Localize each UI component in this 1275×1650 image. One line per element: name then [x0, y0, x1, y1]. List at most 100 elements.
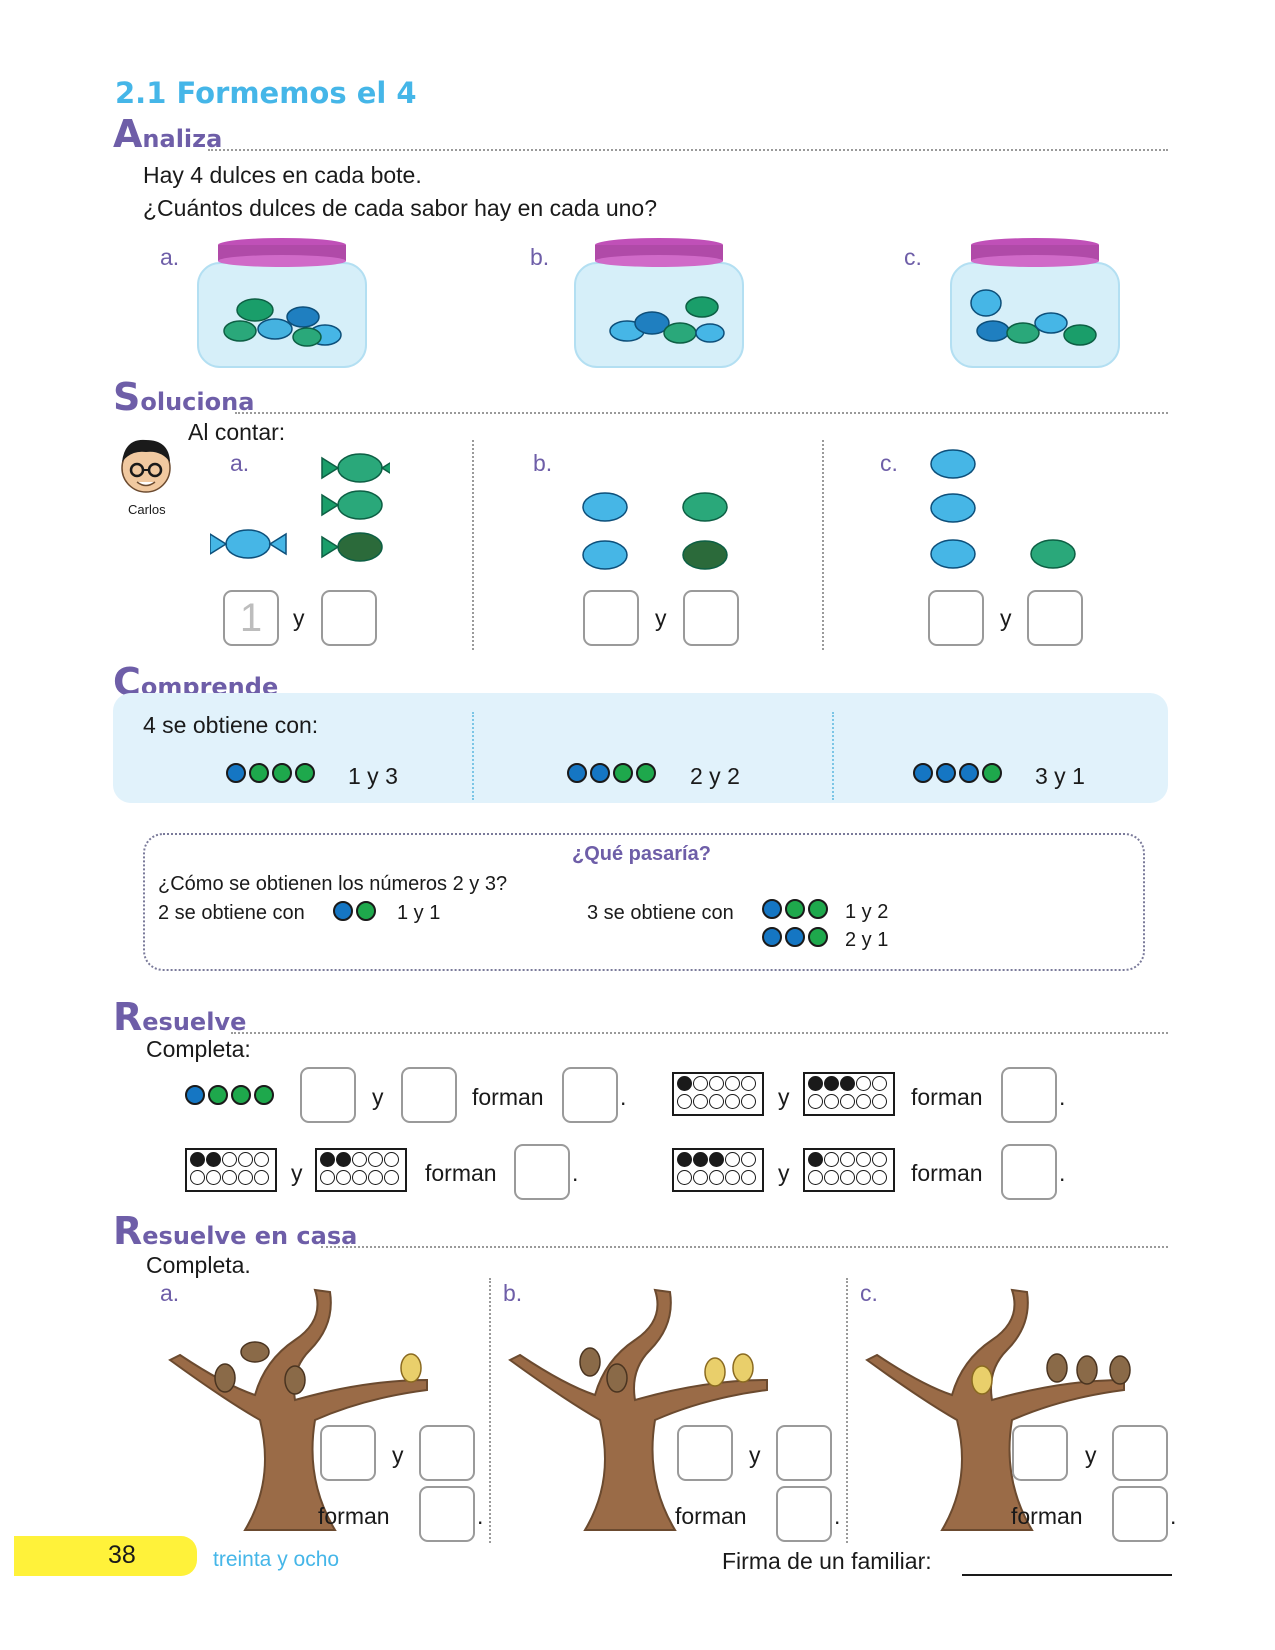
resuelve-box-3c[interactable] — [514, 1144, 570, 1200]
casa-box-a-3[interactable] — [419, 1486, 475, 1542]
tree-with-birds-a-icon — [168, 1288, 428, 1531]
two-combo-dots — [333, 901, 379, 921]
carlos-name: Carlos — [128, 502, 166, 517]
que-pasaria-heading: ¿Qué pasaría? — [572, 843, 711, 865]
candies-group-a-icon — [210, 453, 390, 562]
three-combo-2-text: 2 y 1 — [845, 929, 889, 951]
signature-line[interactable] — [962, 1574, 1172, 1576]
candy-jar-c-icon — [950, 238, 1120, 368]
period: . — [1059, 1160, 1066, 1186]
analiza-line-1: Hay 4 dulces en cada bote. — [143, 162, 422, 188]
tree-with-birds-c-icon — [865, 1288, 1131, 1531]
forman-label: forman — [911, 1084, 983, 1110]
answer-box-a-2[interactable] — [321, 590, 377, 646]
ten-frame-5-icon — [672, 1148, 764, 1192]
tree-label-c: c. — [860, 1280, 878, 1306]
candies-group-c-icon — [930, 449, 1076, 569]
carlos-avatar-icon — [121, 439, 171, 493]
casa-box-a-2[interactable] — [419, 1425, 475, 1481]
answer-box-b-1[interactable] — [583, 590, 639, 646]
two-combo-text: 1 y 1 — [397, 902, 441, 924]
analiza-line-2: ¿Cuántos dulces de cada sabor hay en cad… — [143, 195, 658, 221]
resuelve-box-1b[interactable] — [401, 1067, 457, 1123]
casa-box-a-1[interactable] — [320, 1425, 376, 1481]
section-soluciona-heading: Soluciona — [113, 378, 1168, 418]
divider — [846, 1278, 848, 1543]
resuelve-box-4c[interactable] — [1001, 1144, 1057, 1200]
candy-jar-b-icon — [574, 238, 744, 368]
joiner-y: y — [1000, 605, 1012, 631]
al-contar-label: Al contar: — [188, 419, 286, 445]
section-analiza-heading: Analiza — [113, 115, 1168, 155]
comprende-intro: 4 se obtiene con: — [143, 712, 319, 738]
two-obtains-text: 2 se obtiene con — [158, 902, 305, 924]
combo-3-text: 3 y 1 — [1035, 763, 1085, 789]
candy-jar-a-icon — [197, 238, 367, 368]
section-resuelve-casa-heading: Resuelve en casa — [113, 1212, 1168, 1252]
casa-box-b-3[interactable] — [776, 1486, 832, 1542]
resuelve-dots-1 — [185, 1085, 277, 1105]
period: . — [477, 1503, 484, 1529]
forman-label: forman — [425, 1160, 497, 1186]
casa-box-b-1[interactable] — [677, 1425, 733, 1481]
joiner-y: y — [392, 1442, 404, 1468]
three-obtains-text: 3 se obtiene con — [587, 902, 734, 924]
tree-with-birds-b-icon — [508, 1288, 768, 1531]
divider — [489, 1278, 491, 1543]
answer-box-c-1[interactable] — [928, 590, 984, 646]
three-combo-2-dots — [762, 927, 831, 947]
resuelve-instruction: Completa: — [146, 1036, 251, 1062]
tree-label-b: b. — [503, 1280, 523, 1306]
forman-label: forman — [472, 1084, 544, 1110]
resuelve-box-1a[interactable] — [300, 1067, 356, 1123]
que-pasaria-box — [143, 833, 1145, 971]
three-combo-1-dots — [762, 899, 831, 919]
forman-label: forman — [318, 1503, 390, 1529]
divider — [832, 712, 834, 800]
combo-2-text: 2 y 2 — [690, 763, 740, 789]
answer-box-c-2[interactable] — [1027, 590, 1083, 646]
resuelve-box-1c[interactable] — [562, 1067, 618, 1123]
divider — [822, 440, 824, 650]
resuelve-casa-instruction: Completa. — [146, 1252, 251, 1278]
jar-label-b: b. — [530, 244, 550, 270]
joiner-y: y — [291, 1160, 303, 1186]
period: . — [620, 1084, 627, 1110]
candies-group-b-icon — [582, 492, 728, 570]
combo-2-dots — [567, 763, 659, 783]
combo-1-dots — [226, 763, 318, 783]
combo-3-dots — [913, 763, 1005, 783]
answer-box-b-2[interactable] — [683, 590, 739, 646]
forman-label: forman — [675, 1503, 747, 1529]
casa-box-c-1[interactable] — [1012, 1425, 1068, 1481]
joiner-y: y — [749, 1442, 761, 1468]
count-label-c: c. — [880, 450, 898, 476]
ten-frame-3-icon — [185, 1148, 277, 1192]
joiner-y: y — [778, 1084, 790, 1110]
section-resuelve-heading: Resuelve — [113, 998, 1168, 1038]
que-pasaria-question: ¿Cómo se obtienen los números 2 y 3? — [158, 873, 508, 895]
ten-frame-1-icon — [672, 1072, 764, 1116]
casa-box-b-2[interactable] — [776, 1425, 832, 1481]
answer-box-a-1[interactable]: 1 — [223, 590, 279, 646]
page-number: 38 — [108, 1541, 136, 1569]
period: . — [834, 1503, 841, 1529]
casa-box-c-3[interactable] — [1112, 1486, 1168, 1542]
divider — [472, 440, 474, 650]
joiner-y: y — [372, 1084, 384, 1110]
count-label-a: a. — [230, 450, 250, 476]
ten-frame-6-icon — [803, 1148, 895, 1192]
combo-1-text: 1 y 3 — [348, 763, 398, 789]
jar-label-c: c. — [904, 244, 922, 270]
period: . — [572, 1160, 579, 1186]
ten-frame-2-icon — [803, 1072, 895, 1116]
page-number-bar — [14, 1536, 197, 1576]
casa-box-c-2[interactable] — [1112, 1425, 1168, 1481]
joiner-y: y — [293, 605, 305, 631]
resuelve-box-2c[interactable] — [1001, 1067, 1057, 1123]
joiner-y: y — [1085, 1442, 1097, 1468]
period: . — [1170, 1503, 1177, 1529]
divider — [472, 712, 474, 800]
ten-frame-4-icon — [315, 1148, 407, 1192]
count-label-b: b. — [533, 450, 553, 476]
